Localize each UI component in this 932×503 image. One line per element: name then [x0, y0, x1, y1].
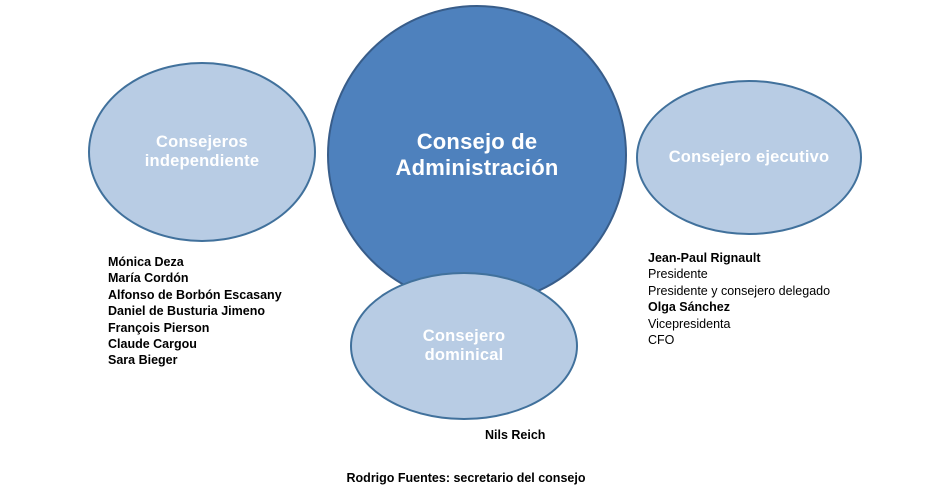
node-consejo-de-administracion[interactable]: Consejo de Administración: [327, 5, 627, 305]
member-label-dominical: Nils Reich: [485, 428, 546, 442]
list-item: François Pierson: [108, 320, 210, 335]
list-item-role: Presidente y consejero delegado: [648, 283, 831, 298]
node-consejeros-independientes[interactable]: Consejeros independiente: [88, 62, 316, 242]
node-label-consejo-de-administracion: Consejo de Administración: [395, 129, 559, 180]
node-label-consejero-ejecutivo: Consejero ejecutivo: [668, 147, 830, 166]
node-consejero-ejecutivo[interactable]: Consejero ejecutivo: [636, 80, 862, 235]
list-item: María Cordón: [108, 271, 189, 286]
list-item: Jean-Paul Rignault: [648, 251, 761, 265]
list-item: Alfonso de Borbón Escasany: [108, 287, 282, 302]
node-label-consejero-dominical: Consejero dominical: [422, 326, 506, 364]
list-item: Sara Bieger: [108, 353, 178, 368]
footer-secretary-note: Rodrigo Fuentes: secretario del consejo: [346, 471, 586, 485]
list-item: Olga Sánchez: [648, 300, 730, 315]
node-label-consejeros-independientes: Consejeros independiente: [144, 132, 260, 170]
list-item-role: Vicepresidenta: [648, 316, 731, 331]
node-consejero-dominical[interactable]: Consejero dominical: [350, 272, 578, 420]
list-item-role: Presidente: [648, 267, 708, 282]
list-item: Mónica Deza: [108, 255, 184, 269]
list-item: Daniel de Busturia Jimeno: [108, 304, 265, 319]
list-item-role: CFO: [648, 333, 675, 348]
list-item: Claude Cargou: [108, 337, 197, 352]
